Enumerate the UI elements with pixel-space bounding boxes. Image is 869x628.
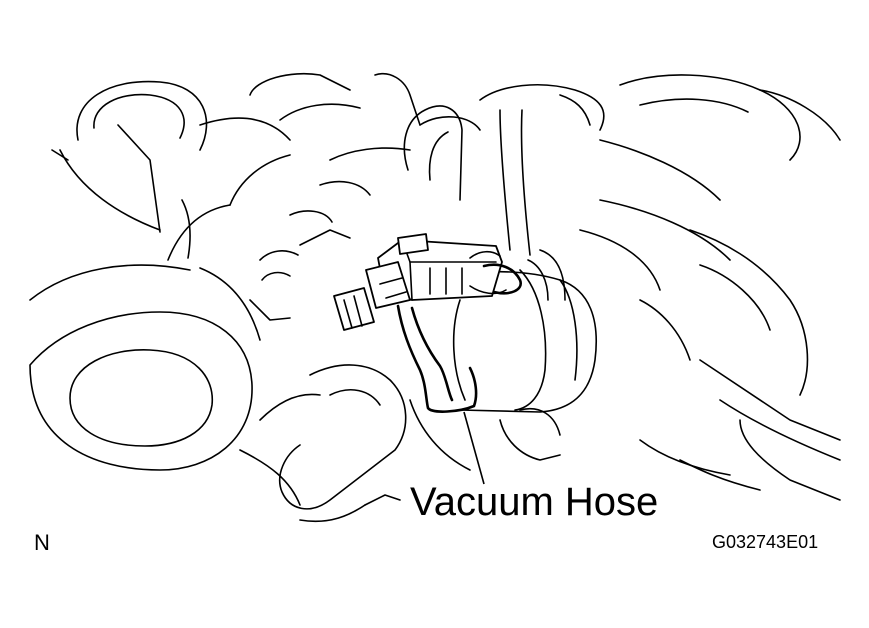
engine-background-parts xyxy=(29,72,841,523)
vacuum-hose-label: Vacuum Hose xyxy=(410,480,659,524)
orientation-marker: N xyxy=(34,530,50,555)
callout-leader-line xyxy=(463,411,485,485)
vacuum-hose xyxy=(396,304,478,413)
figure-id: G032743E01 xyxy=(712,532,819,552)
connector-assembly xyxy=(333,233,522,331)
